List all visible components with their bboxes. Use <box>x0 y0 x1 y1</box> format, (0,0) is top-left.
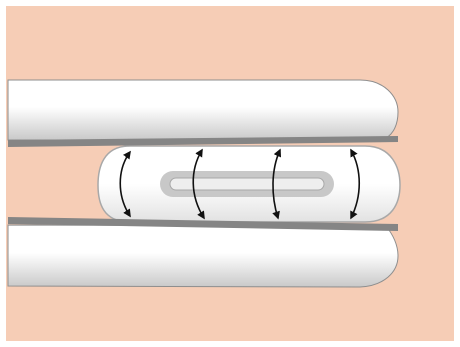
arrow-2 <box>192 148 205 220</box>
upper-rod-body <box>7 79 399 141</box>
arrow-1 <box>119 150 131 218</box>
arrow-3 <box>272 148 282 220</box>
compression-arrows <box>119 148 360 220</box>
center-slot <box>160 171 334 197</box>
lower-rod-body <box>7 224 399 288</box>
upper-rod <box>7 79 399 147</box>
lower-rod <box>7 217 399 288</box>
lower-blade <box>8 217 398 231</box>
slot-inner <box>169 177 325 191</box>
upper-blade <box>8 136 398 147</box>
arrow-4 <box>350 148 360 220</box>
